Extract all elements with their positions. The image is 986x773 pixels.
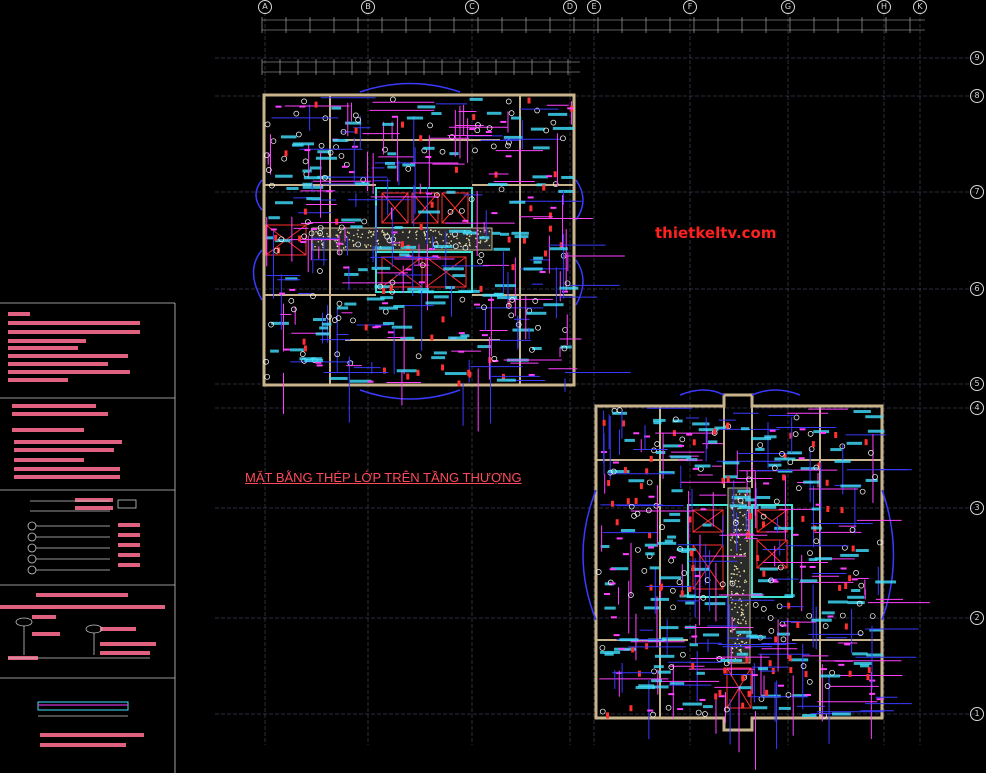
grid-row-8: 8 <box>970 89 984 103</box>
grid-column-E: E <box>587 0 601 14</box>
grid-row-2: 2 <box>970 611 984 625</box>
grid-column-G: G <box>781 0 795 14</box>
grid-row-6: 6 <box>970 282 984 296</box>
grid-row-9: 9 <box>970 51 984 65</box>
grid-row-7: 7 <box>970 185 984 199</box>
grid-column-A: A <box>258 0 272 14</box>
drawing-title: MẶT BẰNG THÉP LỚP TRÊN TẦNG THƯỢNG <box>245 470 522 485</box>
grid-row-5: 5 <box>970 377 984 391</box>
dimension-lines-top <box>261 17 925 75</box>
grid-row-3: 3 <box>970 501 984 515</box>
grid-column-B: B <box>361 0 375 14</box>
grid-column-D: D <box>563 0 577 14</box>
grid-row-1: 1 <box>970 707 984 721</box>
grid-row-4: 4 <box>970 401 984 415</box>
legend-panel <box>0 302 176 773</box>
grid-column-H: H <box>877 0 891 14</box>
grid-column-F: F <box>683 0 697 14</box>
watermark-text: thietkeltv.com <box>655 224 777 242</box>
grid-column-C: C <box>465 0 479 14</box>
grid-column-K: K <box>913 0 927 14</box>
floor-plan-upper <box>252 82 631 432</box>
floor-plan-lower <box>582 389 930 770</box>
